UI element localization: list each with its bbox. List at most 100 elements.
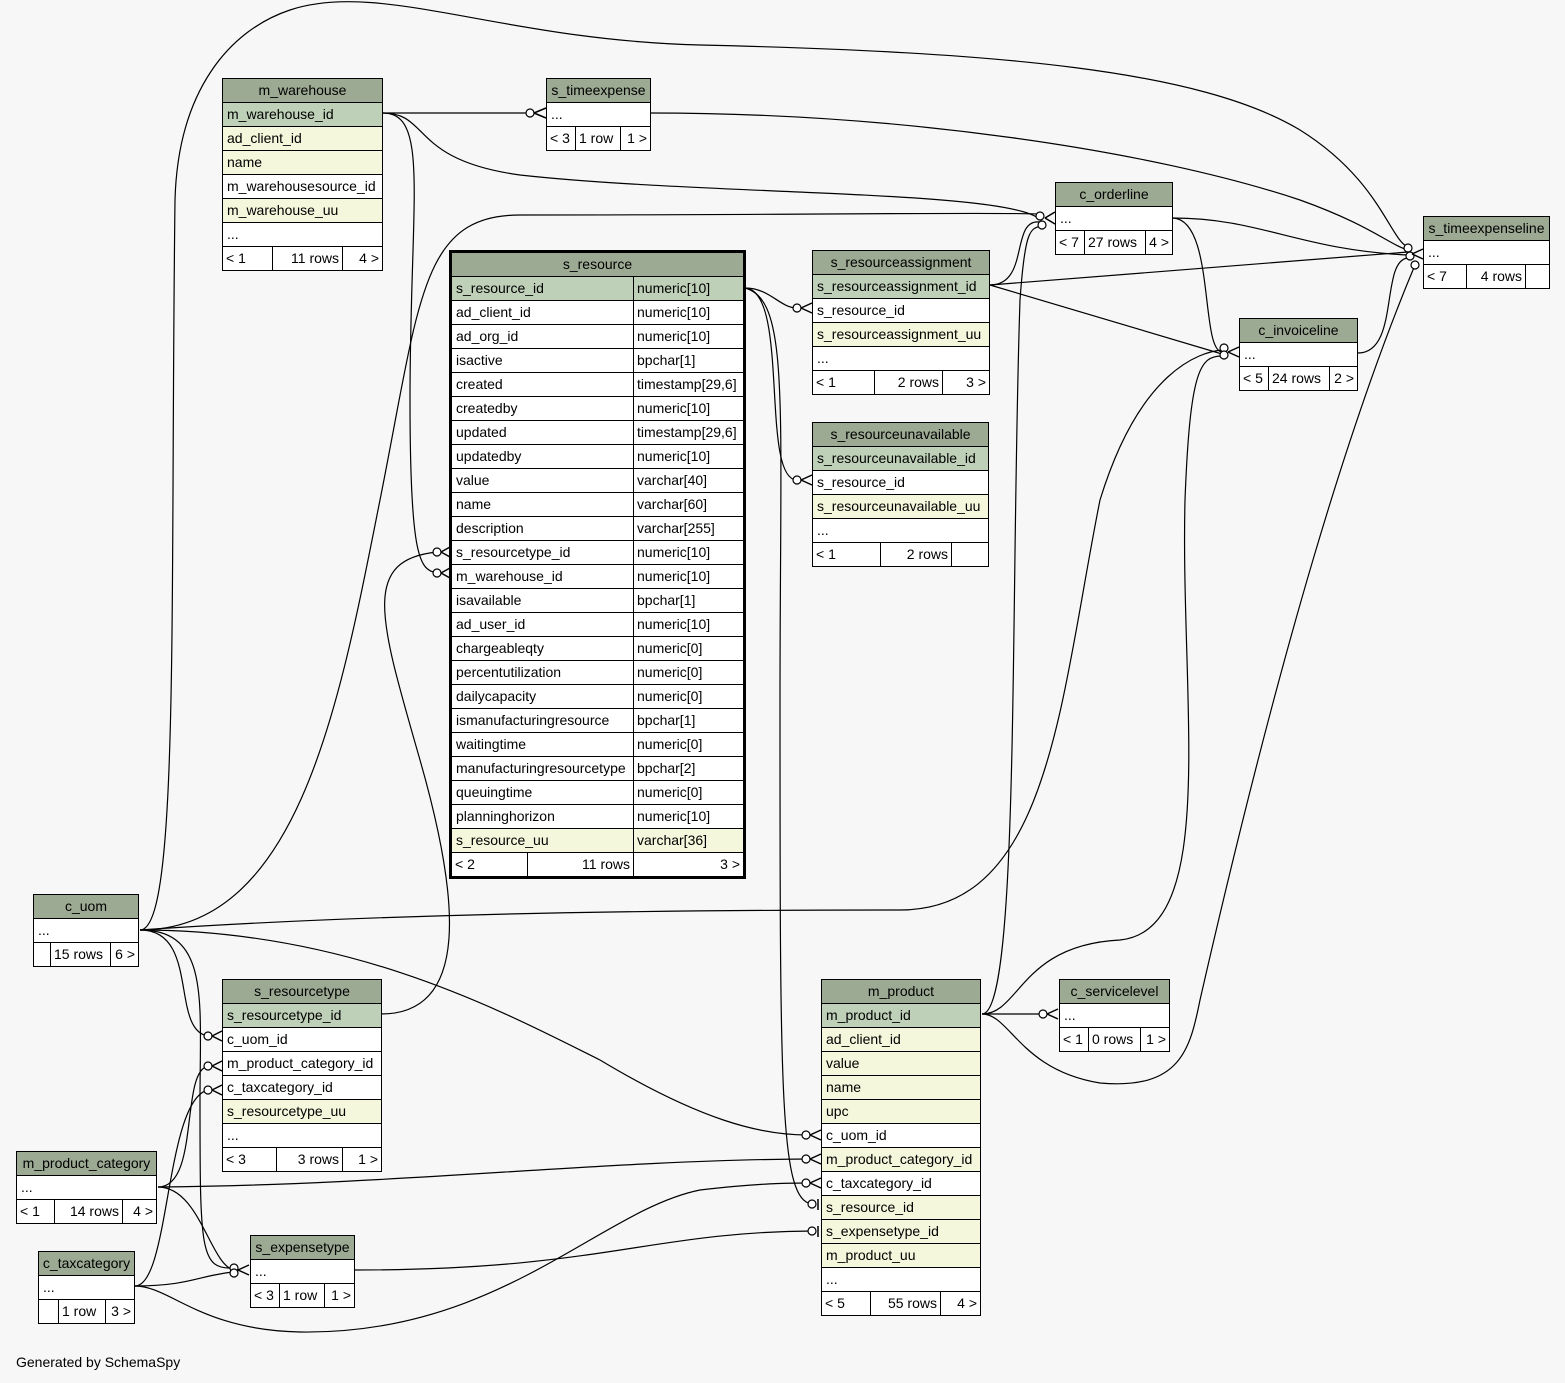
- parents-link[interactable]: < 1: [223, 247, 273, 270]
- parents-link[interactable]: < 1: [813, 371, 875, 394]
- table-title[interactable]: m_product_category: [17, 1152, 156, 1176]
- table-c-orderline[interactable]: c_orderline ... < 7 27 rows 4 >: [1055, 182, 1173, 255]
- children-link[interactable]: 3 >: [720, 856, 740, 872]
- table-title[interactable]: s_resourceassignment: [813, 251, 989, 275]
- children-link[interactable]: 4 >: [359, 250, 379, 266]
- column-row[interactable]: ad_client_id: [822, 1028, 980, 1052]
- table-title[interactable]: s_timeexpense: [547, 79, 650, 103]
- column-row[interactable]: ...: [822, 1268, 980, 1292]
- children-link[interactable]: 2 >: [1334, 370, 1354, 386]
- parents-link[interactable]: < 3: [223, 1148, 277, 1171]
- children-link[interactable]: 4 >: [1149, 234, 1169, 250]
- table-s-resourceassignment[interactable]: s_resourceassignment s_resourceassignmen…: [812, 250, 990, 395]
- table-c-invoiceline[interactable]: c_invoiceline ... < 5 24 rows 2 >: [1239, 318, 1358, 391]
- table-title[interactable]: s_resourceunavailable: [813, 423, 988, 447]
- column-row[interactable]: ...: [223, 223, 382, 247]
- column-row[interactable]: ...: [1424, 241, 1549, 265]
- column-row[interactable]: s_resource_id: [813, 471, 988, 495]
- column-row[interactable]: ...: [813, 519, 988, 543]
- table-s-timeexpenseline[interactable]: s_timeexpenseline ... < 7 4 rows: [1423, 216, 1550, 289]
- column-row[interactable]: upc: [822, 1100, 980, 1124]
- column-row[interactable]: m_product_uu: [822, 1244, 980, 1268]
- column-row[interactable]: m_warehouse_uu: [223, 199, 382, 223]
- table-s-resourceunavailable[interactable]: s_resourceunavailable s_resourceunavaila…: [812, 422, 989, 567]
- table-c-servicelevel[interactable]: c_servicelevel ... < 1 0 rows 1 >: [1059, 979, 1170, 1052]
- children-link[interactable]: 3 >: [111, 1303, 131, 1319]
- column-row[interactable]: value: [822, 1052, 980, 1076]
- table-m-product[interactable]: m_product m_product_id ad_client_id valu…: [821, 979, 981, 1316]
- column-row[interactable]: ...: [1060, 1004, 1169, 1028]
- table-c-uom[interactable]: c_uom ... 15 rows 6 >: [33, 894, 139, 967]
- parents-link[interactable]: < 1: [813, 543, 881, 566]
- column-row[interactable]: s_resource_id: [822, 1196, 980, 1220]
- table-m-product-category[interactable]: m_product_category ... < 1 14 rows 4 >: [16, 1151, 157, 1224]
- column-row[interactable]: ...: [251, 1260, 354, 1284]
- children-link[interactable]: [1526, 265, 1549, 288]
- column-row[interactable]: ...: [17, 1176, 156, 1200]
- table-title[interactable]: s_timeexpenseline: [1424, 217, 1549, 241]
- table-title[interactable]: c_uom: [34, 895, 138, 919]
- column-row[interactable]: c_uom_id: [223, 1028, 381, 1052]
- column-row[interactable]: s_resource_id: [813, 299, 989, 323]
- parents-link[interactable]: < 5: [822, 1292, 871, 1315]
- table-title[interactable]: c_taxcategory: [39, 1252, 134, 1276]
- column-row[interactable]: m_product_category_id: [822, 1148, 980, 1172]
- column-row[interactable]: c_uom_id: [822, 1124, 980, 1148]
- parents-link[interactable]: < 3: [251, 1284, 280, 1307]
- column-row[interactable]: m_warehouse_id: [223, 103, 382, 127]
- parents-link[interactable]: [34, 943, 51, 966]
- children-link[interactable]: 3 >: [966, 374, 986, 390]
- parents-link[interactable]: < 7: [1424, 265, 1467, 288]
- parents-link[interactable]: < 1: [1060, 1028, 1089, 1051]
- table-title[interactable]: m_warehouse: [223, 79, 382, 103]
- column-row[interactable]: m_product_id: [822, 1004, 980, 1028]
- column-row[interactable]: s_resourceassignment_id: [813, 275, 989, 299]
- children-link[interactable]: 6 >: [115, 946, 135, 962]
- column-row[interactable]: ...: [1240, 343, 1357, 367]
- children-link[interactable]: 1 >: [1146, 1031, 1166, 1047]
- parents-link[interactable]: < 1: [17, 1200, 55, 1223]
- column-row[interactable]: s_resourcetype_uu: [223, 1100, 381, 1124]
- column-row[interactable]: c_taxcategory_id: [822, 1172, 980, 1196]
- children-link[interactable]: 4 >: [957, 1295, 977, 1311]
- table-s-expensetype[interactable]: s_expensetype ... < 3 1 row 1 >: [250, 1235, 355, 1308]
- children-link[interactable]: 1 >: [331, 1287, 351, 1303]
- column-row[interactable]: ad_client_id: [223, 127, 382, 151]
- children-link[interactable]: [952, 543, 988, 566]
- column-row[interactable]: name: [223, 151, 382, 175]
- children-link[interactable]: 1 >: [358, 1151, 378, 1167]
- column-row[interactable]: m_product_category_id: [223, 1052, 381, 1076]
- children-link[interactable]: 4 >: [133, 1203, 153, 1219]
- table-m-warehouse[interactable]: m_warehouse m_warehouse_id ad_client_id …: [222, 78, 383, 271]
- column-row[interactable]: ...: [34, 919, 138, 943]
- column-row[interactable]: ...: [223, 1124, 381, 1148]
- column-row[interactable]: s_resourcetype_id: [223, 1004, 381, 1028]
- table-title[interactable]: s_expensetype: [251, 1236, 354, 1260]
- column-row[interactable]: s_resourceassignment_uu: [813, 323, 989, 347]
- column-row[interactable]: m_warehousesource_id: [223, 175, 382, 199]
- column-row[interactable]: c_taxcategory_id: [223, 1076, 381, 1100]
- table-s-resourcetype[interactable]: s_resourcetype s_resourcetype_id c_uom_i…: [222, 979, 382, 1172]
- column-row[interactable]: s_expensetype_id: [822, 1220, 980, 1244]
